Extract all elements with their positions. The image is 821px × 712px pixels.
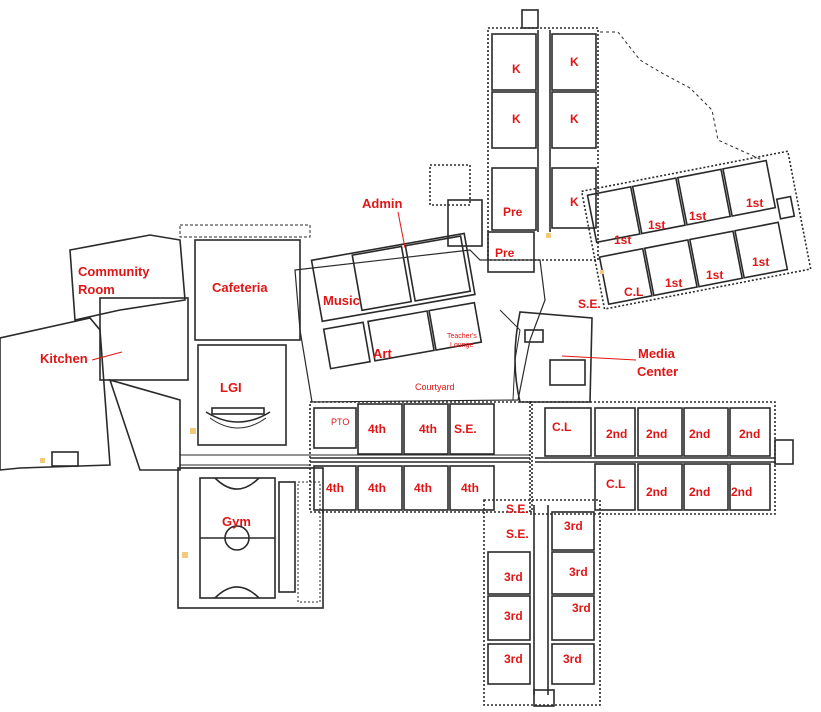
central-corridor <box>294 249 546 403</box>
label-community-room-1: Community <box>78 264 150 279</box>
room-pre-1 <box>491 167 537 231</box>
label-teachers-lounge-1: Teacher's <box>447 333 477 340</box>
label-se: S.E. <box>506 527 529 541</box>
admin-music-block <box>310 232 483 370</box>
label-second: 2nd <box>731 485 753 499</box>
label-se: S.E. <box>454 422 477 436</box>
fourth-grade-block-outline <box>309 401 533 513</box>
label-se: S.E. <box>506 502 529 516</box>
kindergarten-wing-outline <box>487 27 599 261</box>
label-first: 1st <box>689 209 707 223</box>
media-center-leader-line <box>561 355 637 361</box>
label-cl: C.L <box>606 477 626 491</box>
kitchen-room <box>99 297 189 381</box>
room-k-5 <box>551 167 597 229</box>
label-third: 3rd <box>504 570 523 584</box>
label-pre: Pre <box>503 205 523 219</box>
bleacher-mark-3 <box>40 458 45 463</box>
bleacher-mark-2 <box>182 552 188 558</box>
bleacher-mark-1 <box>190 428 196 434</box>
label-community-room-2: Room <box>78 282 115 297</box>
playground-boundary <box>600 31 763 161</box>
label-second: 2nd <box>646 427 668 441</box>
label-third: 3rd <box>564 519 583 533</box>
label-first: 1st <box>752 255 770 269</box>
bleacher-mark-4 <box>546 233 551 238</box>
room-pre-2 <box>487 231 535 273</box>
label-lgi: LGI <box>220 380 242 395</box>
label-third: 3rd <box>572 601 591 615</box>
label-fourth: 4th <box>368 422 386 436</box>
label-cafeteria: Cafeteria <box>212 280 268 295</box>
label-art: Art <box>373 346 392 361</box>
label-third: 3rd <box>563 652 582 666</box>
label-second: 2nd <box>739 427 761 441</box>
label-k: K <box>512 62 521 76</box>
label-first: 1st <box>706 268 724 282</box>
label-cl: C.L <box>552 420 572 434</box>
label-second: 2nd <box>689 485 711 499</box>
label-first: 1st <box>746 196 764 210</box>
label-fourth: 4th <box>461 481 479 495</box>
label-fourth: 4th <box>326 481 344 495</box>
label-pto: PTO <box>331 417 350 427</box>
gym-room <box>177 467 324 609</box>
label-teachers-lounge-2: Lounge <box>450 342 474 349</box>
label-music: Music <box>323 293 360 308</box>
label-second: 2nd <box>689 427 711 441</box>
bleacher-mark-5 <box>600 270 604 274</box>
label-fourth: 4th <box>414 481 432 495</box>
kitchen-leader-line <box>91 351 123 361</box>
label-k: K <box>570 195 579 209</box>
label-fourth: 4th <box>368 481 386 495</box>
community-kitchen-block <box>69 234 186 321</box>
label-se: S.E. <box>578 297 601 311</box>
room-k-2 <box>551 33 597 91</box>
label-courtyard: Courtyard <box>415 382 455 392</box>
room-k-4 <box>551 91 597 149</box>
label-media-center-1: Media <box>638 346 675 361</box>
label-second: 2nd <box>646 485 668 499</box>
lgi-room <box>197 344 287 446</box>
label-third: 3rd <box>504 609 523 623</box>
label-third: 3rd <box>504 652 523 666</box>
room-k-3 <box>491 91 537 149</box>
first-grade-wing <box>580 150 812 311</box>
label-kitchen: Kitchen <box>40 351 88 366</box>
media-center-room <box>514 311 593 403</box>
label-admin: Admin <box>362 196 403 211</box>
room-k-1 <box>491 33 537 91</box>
cafeteria-room <box>194 239 301 341</box>
admin-leader-line <box>397 211 406 249</box>
label-k: K <box>512 112 521 126</box>
label-k: K <box>570 55 579 69</box>
label-pre: Pre <box>495 246 515 260</box>
label-first: 1st <box>614 233 632 247</box>
label-second: 2nd <box>606 427 628 441</box>
label-fourth: 4th <box>419 422 437 436</box>
label-gym: Gym <box>222 514 251 529</box>
label-first: 1st <box>665 276 683 290</box>
room-cl-upper <box>544 407 592 457</box>
third-grade-wing-outline <box>483 499 601 706</box>
label-media-center-2: Center <box>637 364 679 379</box>
label-first: 1st <box>648 218 666 232</box>
label-cl: C.L <box>624 285 644 299</box>
label-k: K <box>570 112 579 126</box>
label-third: 3rd <box>569 565 588 579</box>
